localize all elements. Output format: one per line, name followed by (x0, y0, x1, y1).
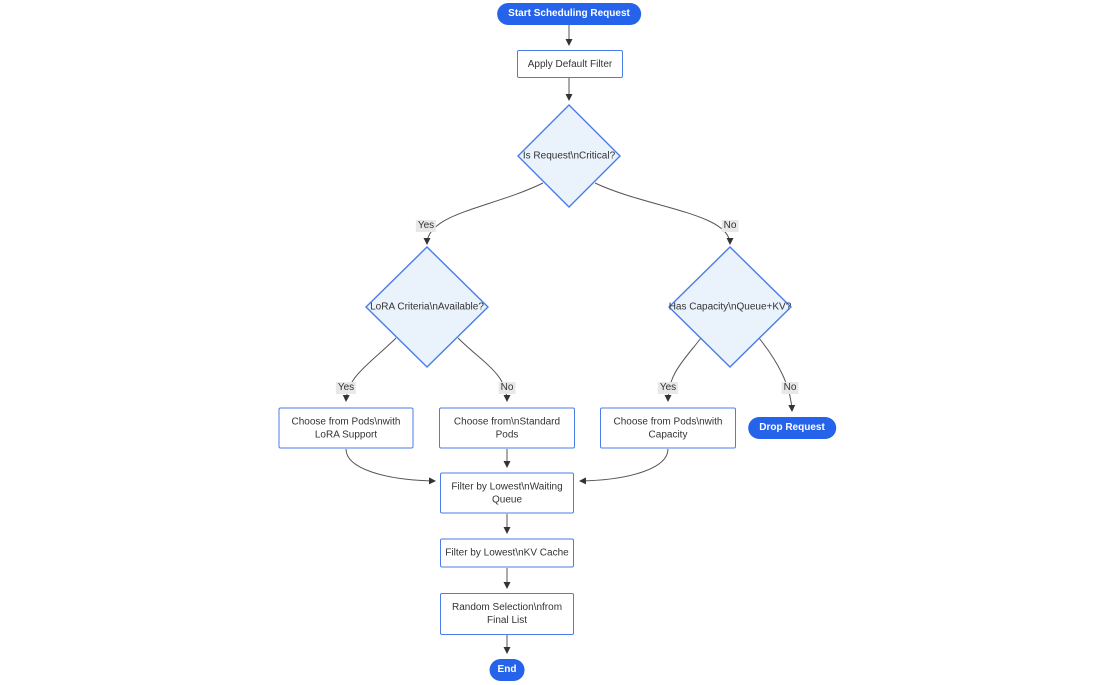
node-filter-kv-cache: Filter by Lowest\nKV Cache (440, 538, 574, 568)
node-is-critical-label: Is Request\nCritical? (522, 150, 616, 162)
node-end: End (489, 659, 525, 681)
edge-label-lora-no: No (498, 382, 516, 394)
node-apply-default-filter-label: Apply Default Filter (527, 58, 613, 70)
node-random-selection-line2: Final List (486, 615, 527, 626)
edge-choose-lora-to-filter-queue (345, 448, 436, 485)
node-has-capacity-label: Has Capacity\nQueue+KV? (668, 301, 792, 313)
node-choose-standard-pods: Choose from\nStandard Pods (439, 407, 575, 449)
node-start: Start Scheduling Request (497, 3, 641, 25)
edge-capacity-no (758, 337, 796, 412)
node-choose-lora-pods: Choose from Pods\nwith LoRA Support (278, 407, 414, 449)
node-filter-waiting-queue-line1: Filter by Lowest\nWaiting (451, 481, 563, 492)
node-random-selection-line1: Random Selection\nfrom (451, 602, 563, 613)
decision-lora-criteria (365, 246, 489, 368)
node-choose-capacity-pods: Choose from Pods\nwith Capacity (600, 407, 736, 449)
node-choose-standard-pods-line2: Pods (495, 429, 519, 440)
node-choose-standard-pods-line1: Choose from\nStandard (453, 416, 561, 427)
decision-is-critical (517, 104, 621, 208)
node-filter-kv-cache-label: Filter by Lowest\nKV Cache (445, 547, 569, 559)
node-choose-capacity-pods-line2: Capacity (648, 429, 688, 440)
node-lora-criteria-label: LoRA Criteria\nAvailable? (370, 301, 484, 313)
edge-label-lora-yes: Yes (335, 382, 357, 394)
node-choose-lora-pods-line1: Choose from Pods\nwith (291, 416, 401, 427)
node-start-label: Start Scheduling Request (508, 8, 630, 19)
edge-label-critical-yes: Yes (415, 220, 437, 232)
edge-is-critical-no (594, 182, 734, 245)
decision-has-capacity (668, 246, 792, 368)
node-choose-capacity-pods-line1: Choose from Pods\nwith (613, 416, 723, 427)
node-drop-request-label: Drop Request (759, 422, 825, 433)
edge-is-critical-yes (423, 182, 544, 245)
edge-label-capacity-no: No (781, 382, 799, 394)
node-end-label: End (497, 664, 517, 675)
edge-label-critical-no: No (721, 220, 739, 232)
node-drop-request: Drop Request (748, 417, 836, 439)
node-random-selection: Random Selection\nfrom Final List (440, 593, 574, 635)
edge-choose-capacity-to-filter-queue (579, 448, 669, 485)
node-apply-default-filter: Apply Default Filter (517, 50, 623, 78)
node-filter-waiting-queue: Filter by Lowest\nWaiting Queue (440, 472, 574, 514)
edge-label-capacity-yes: Yes (657, 382, 679, 394)
node-choose-lora-pods-line2: LoRA Support (314, 429, 378, 440)
node-filter-waiting-queue-line2: Queue (491, 494, 523, 505)
